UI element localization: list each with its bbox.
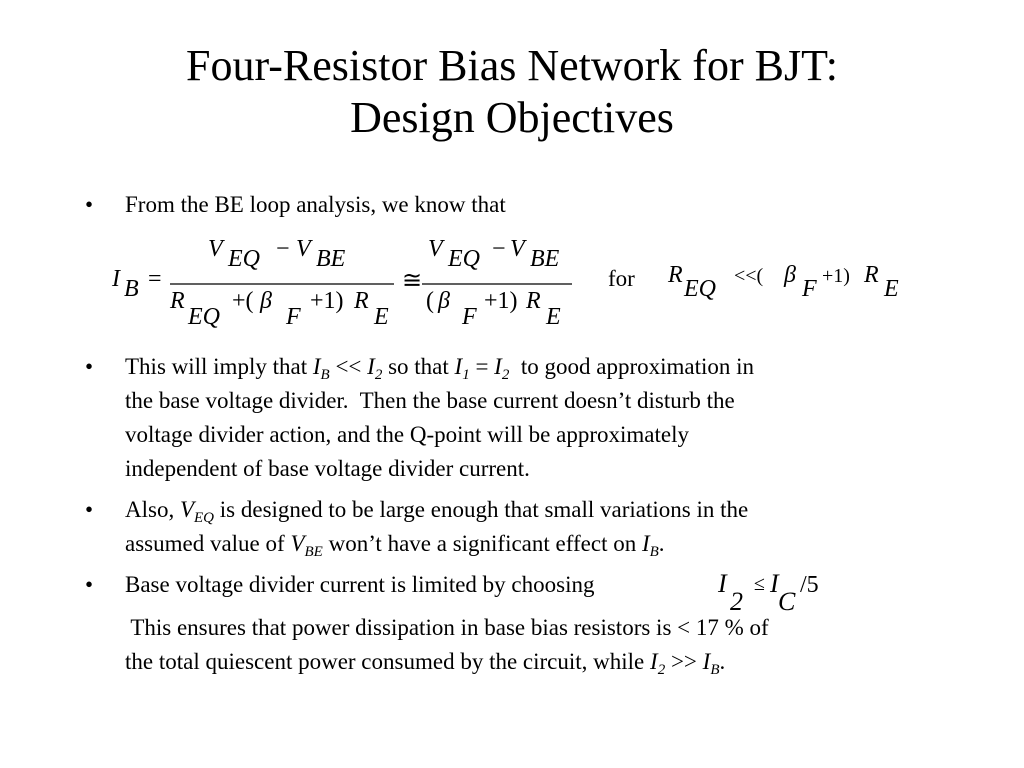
frac2-num-V2: V bbox=[510, 236, 527, 262]
frac1-den-R2-sub: E bbox=[373, 304, 389, 330]
title-line-2: Design Objectives bbox=[350, 93, 674, 142]
cond2-I2: I bbox=[717, 569, 728, 598]
frac1-num-V1: V bbox=[208, 236, 225, 262]
frac1-den-beta: β bbox=[259, 288, 272, 314]
frac1-den-R1-sub: EQ bbox=[187, 304, 220, 330]
bullet-3-line-1: Also, VEQ is designed to be large enough… bbox=[125, 497, 749, 526]
frac1-den-plus-one: +1) bbox=[310, 288, 344, 314]
cond-R1-sub: EQ bbox=[683, 276, 716, 302]
frac1-den-R1: R bbox=[169, 288, 185, 314]
bullet-2-line-2: the base voltage divider. Then the base … bbox=[125, 388, 735, 413]
frac2-den-plus-one: +1) bbox=[484, 288, 518, 314]
frac2-num-minus: − bbox=[492, 236, 506, 262]
frac2-den-beta-sub: F bbox=[461, 304, 477, 330]
bullet-dot: • bbox=[85, 572, 94, 597]
bullet-4-line-3: the total quiescent power consumed by th… bbox=[125, 649, 726, 678]
base-current-equation: I B = V EQ − V BE R EQ +( β F +1) R E ≅ … bbox=[111, 236, 899, 330]
bullet-dot: • bbox=[85, 354, 94, 379]
frac2-num-V1-sub: EQ bbox=[447, 246, 480, 272]
frac1-den-beta-sub: F bbox=[285, 304, 301, 330]
frac2-den-open: ( bbox=[426, 288, 434, 314]
bullet-dot: • bbox=[85, 497, 94, 522]
frac1-den-R2: R bbox=[353, 288, 369, 314]
bullet-2-line-1: This will imply that IB << I2 so that I1… bbox=[125, 354, 755, 383]
frac2-den-R2-sub: E bbox=[545, 304, 561, 330]
cond-R1: R bbox=[667, 262, 683, 288]
cond-R2-sub: E bbox=[883, 276, 899, 302]
frac1-num-V2-sub: BE bbox=[316, 246, 346, 272]
frac1-den-plus-open: +( bbox=[232, 288, 254, 314]
frac2-num-V2-sub: BE bbox=[530, 246, 560, 272]
frac2-num-V1: V bbox=[428, 236, 445, 262]
cond2-IC-sub: C bbox=[778, 587, 796, 616]
bullet-3-line-2: assumed value of VBE won’t have a signif… bbox=[125, 531, 665, 560]
cond-beta-sub: F bbox=[801, 276, 817, 302]
eq-approx: ≅ bbox=[402, 268, 422, 294]
cond2-div: /5 bbox=[800, 572, 819, 598]
cond2-I2-sub: 2 bbox=[730, 587, 743, 616]
frac1-num-V2: V bbox=[296, 236, 313, 262]
frac1-num-minus: − bbox=[276, 236, 290, 262]
title-line-1: Four-Resistor Bias Network for BJT: bbox=[186, 41, 838, 90]
cond-beta: β bbox=[783, 262, 796, 288]
bullet-1-text: From the BE loop analysis, we know that bbox=[125, 192, 506, 217]
cond-plus-one: +1) bbox=[822, 265, 850, 287]
cond-R2: R bbox=[863, 262, 879, 288]
frac1-num-V1-sub: EQ bbox=[227, 246, 260, 272]
bullet-4-line-1: Base voltage divider current is limited … bbox=[125, 572, 595, 597]
bullet-dot: • bbox=[85, 192, 94, 217]
eq-lhs-sub: B bbox=[124, 276, 139, 302]
frac2-den-beta: β bbox=[437, 288, 450, 314]
divider-current-condition: I 2 ≤ I C /5 bbox=[717, 569, 819, 616]
eq-for-word: for bbox=[608, 266, 635, 291]
cond2-IC: I bbox=[769, 569, 780, 598]
bullet-2-line-3: voltage divider action, and the Q-point … bbox=[125, 422, 689, 447]
cond-ll: <<( bbox=[734, 265, 764, 287]
frac2-den-R2: R bbox=[525, 288, 541, 314]
bullet-4-line-2: This ensures that power dissipation in b… bbox=[125, 615, 769, 640]
bullet-2-line-4: independent of base voltage divider curr… bbox=[125, 456, 530, 481]
eq-lhs-I: I bbox=[111, 266, 121, 292]
eq-equals: = bbox=[148, 266, 162, 292]
cond2-le: ≤ bbox=[754, 573, 765, 595]
slide-title: Four-Resistor Bias Network for BJT: Desi… bbox=[0, 40, 1024, 144]
